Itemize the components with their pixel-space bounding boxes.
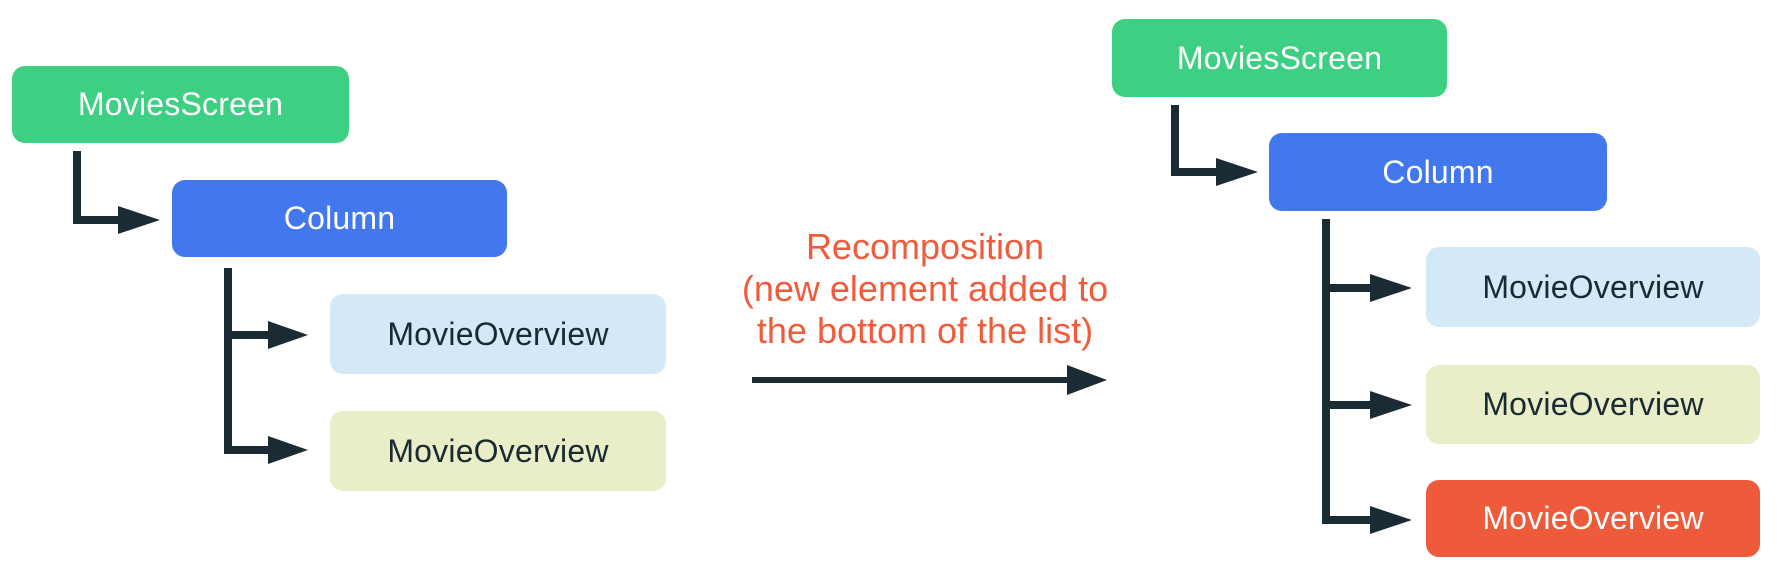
connector-column-to-children-after <box>1322 219 1412 534</box>
connector-root-to-column-after <box>1171 105 1258 186</box>
recomposition-caption: Recomposition (new element added to the … <box>705 226 1145 352</box>
node-moviesscreen-after: MoviesScreen <box>1112 19 1447 97</box>
node-movieoverview-1-before: MovieOverview <box>330 294 666 374</box>
caption-line-1: Recomposition <box>805 226 1045 267</box>
node-movieoverview-2-after: MovieOverview <box>1426 365 1760 444</box>
connector-root-to-column-before <box>73 151 160 234</box>
node-column-before: Column <box>172 180 507 257</box>
node-movieoverview-3-after-new: MovieOverview <box>1426 480 1760 557</box>
node-moviesscreen-before: MoviesScreen <box>12 66 349 143</box>
caption-line-2: (new element added to <box>741 268 1109 309</box>
node-movieoverview-2-before: MovieOverview <box>330 411 666 491</box>
caption-line-3: the bottom of the list) <box>756 310 1094 351</box>
node-movieoverview-1-after: MovieOverview <box>1426 247 1760 327</box>
recomposition-arrow <box>752 365 1107 395</box>
node-column-after: Column <box>1269 133 1607 211</box>
connector-column-to-children-before <box>224 268 308 464</box>
